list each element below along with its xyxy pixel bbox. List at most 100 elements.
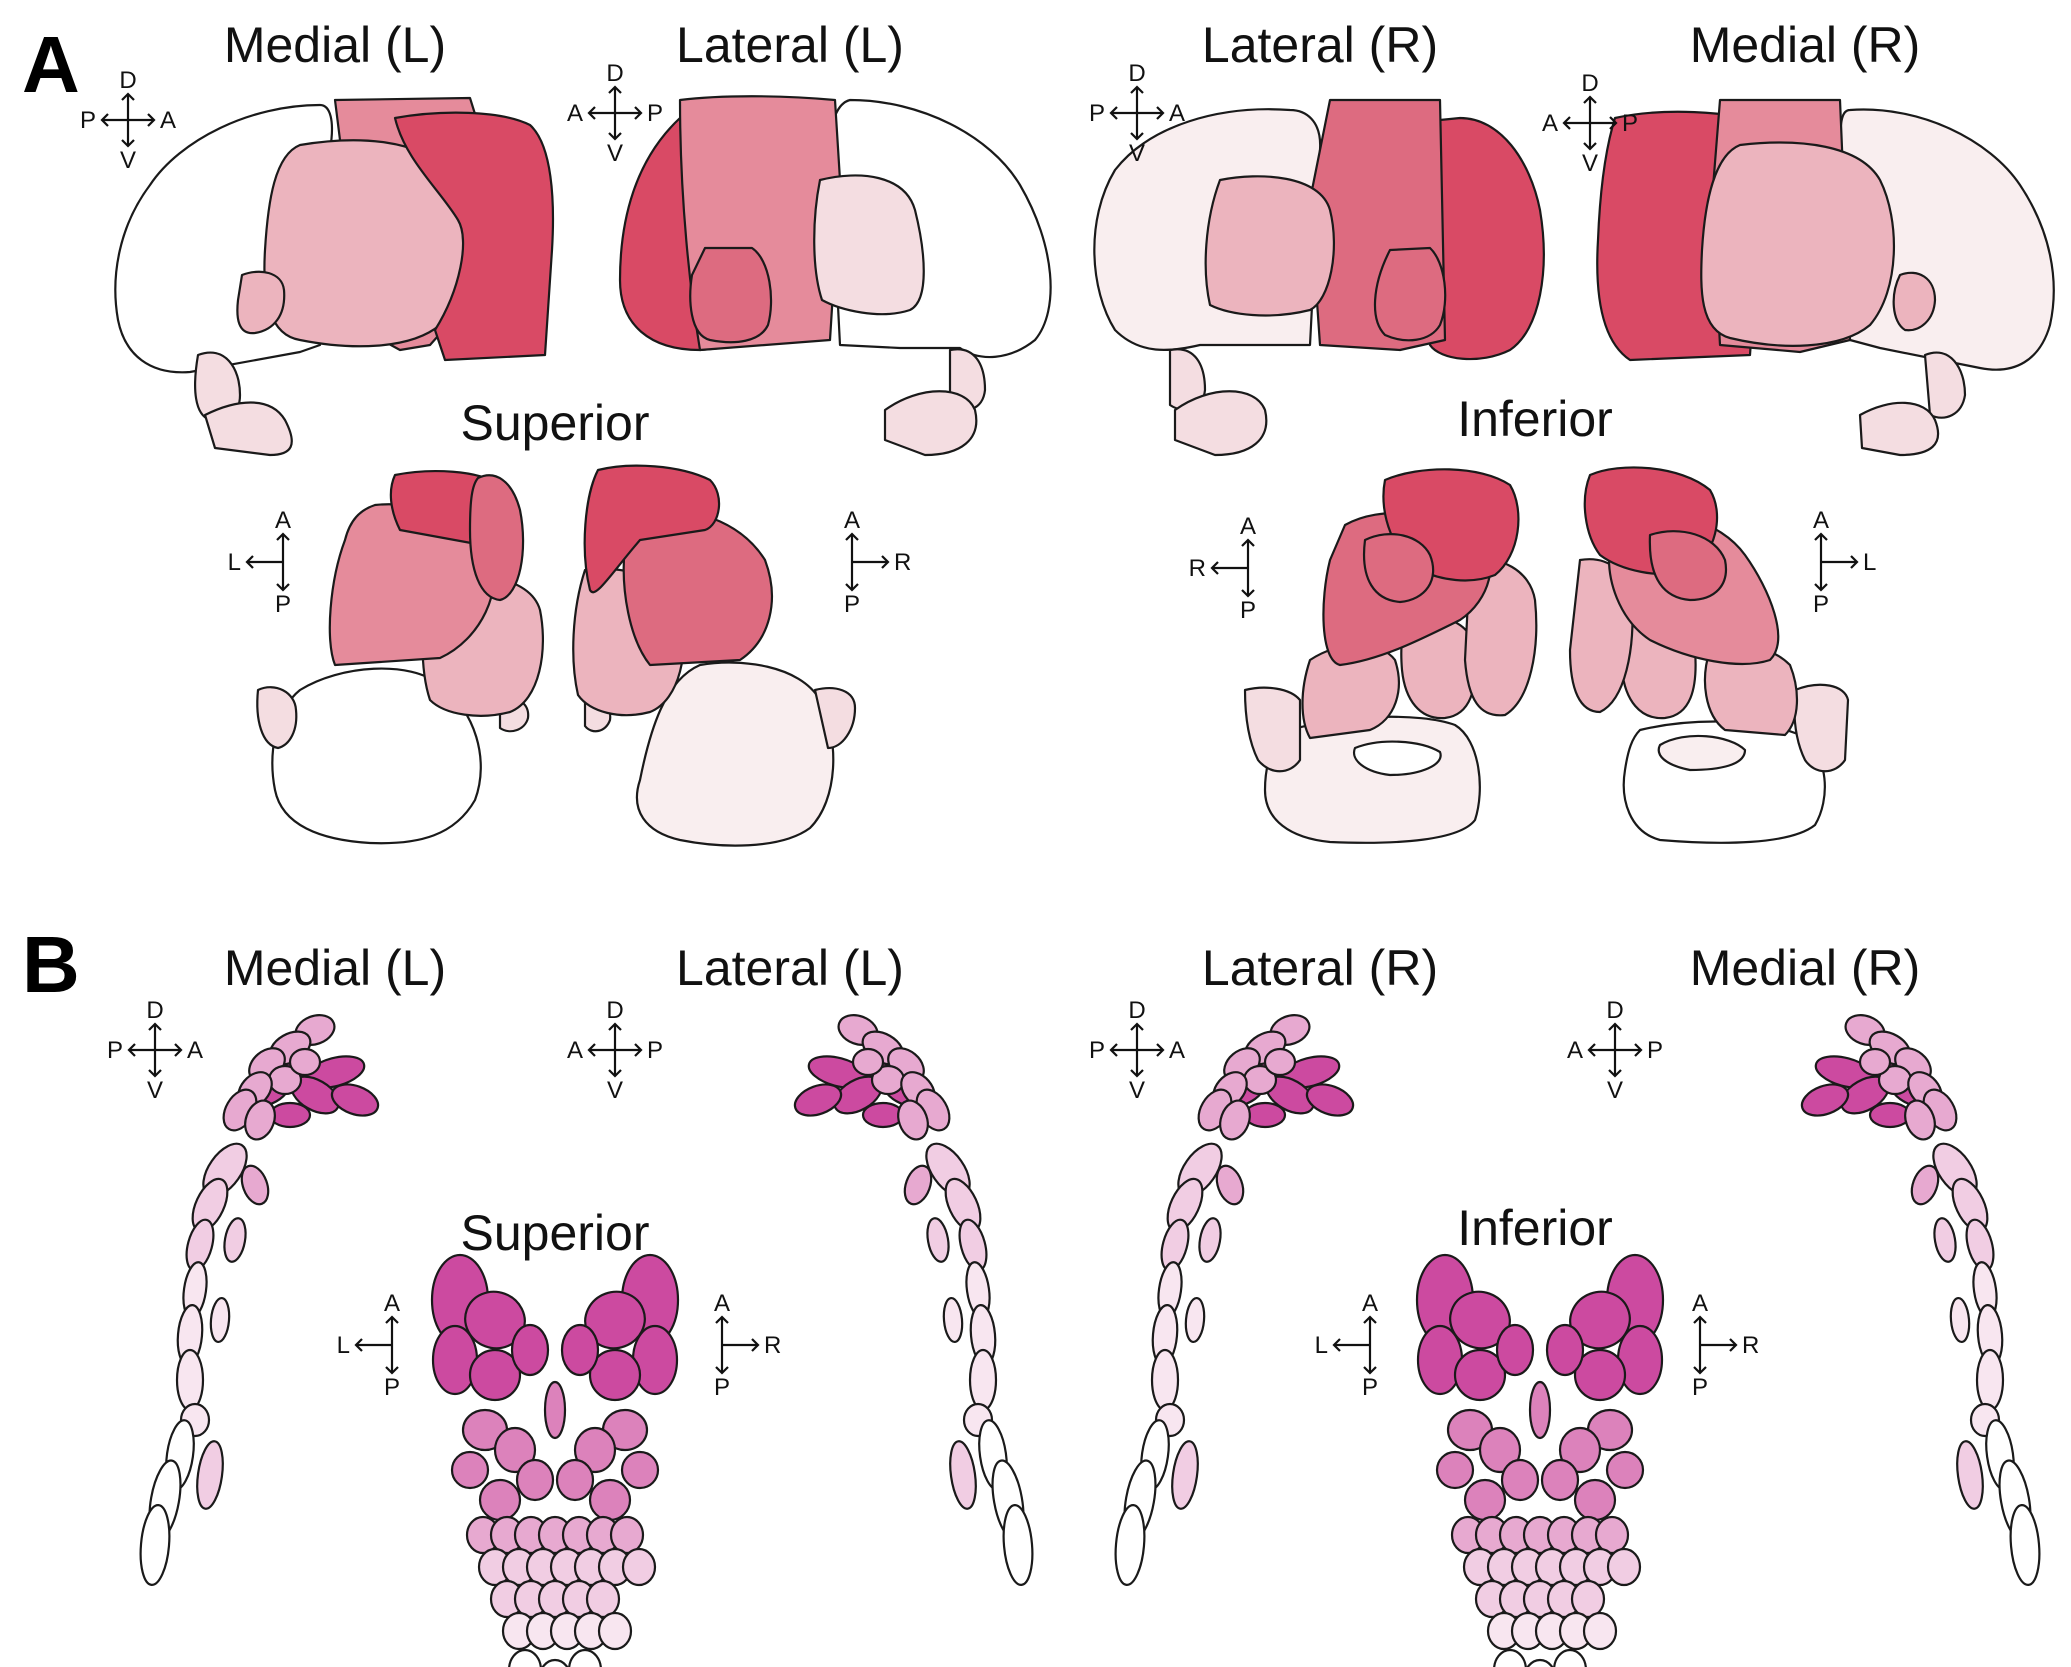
axis-label-right: R [1189,555,1206,582]
arrowhead [276,583,290,592]
view-title-inferior: Inferior [1457,1200,1613,1256]
nucleus-region [1892,271,1937,332]
arrowhead [1608,1022,1622,1031]
panel-letter-b: B [22,920,80,1009]
segment-shape [942,1296,964,1344]
segment-shape [1495,1323,1535,1377]
ventricle-region [1657,734,1747,772]
brain-lateral-left [618,95,1052,457]
axis-label-ventral: V [147,1077,163,1104]
segment-shape [1605,1450,1645,1490]
axis-label-ventral: V [607,1077,623,1104]
segment-shape [926,1217,950,1263]
axis-label-anterior: A [1542,110,1558,137]
arrowhead [148,1022,162,1031]
axis-label-left: L [1315,1332,1328,1359]
segment-shape [223,1217,247,1263]
segment-shape [1933,1217,1957,1263]
segment-shape [493,1426,537,1474]
view-title-medial-r: Medial (R) [1690,17,1921,73]
arrowhead [1130,85,1144,94]
axis-label-right: R [1742,1332,1759,1359]
orientation-compass: APR [844,507,911,618]
segment-shape [1573,1348,1627,1402]
view-title-lateral-r: Lateral (R) [1202,940,1438,996]
segment-shape [1910,1164,1940,1206]
segment-shape [1463,1478,1507,1522]
view-title-medial-l: Medial (L) [224,17,446,73]
axis-label-posterior: P [1813,591,1829,618]
segment-shape [1949,1296,1971,1344]
axis-label-posterior: P [1089,100,1105,127]
arrowhead [1562,116,1571,130]
orientation-compass: APL [228,507,291,618]
arrowhead [608,1022,622,1031]
segment-shape [139,1504,171,1586]
segment-shape [1219,1099,1251,1141]
basal-ganglia-region [1400,616,1477,720]
arrowhead [1850,555,1859,569]
arrowhead [1609,116,1618,130]
axis-label-dorsal: D [1128,997,1145,1024]
arrowhead [245,555,254,569]
segment-shape [968,1348,998,1412]
arrowhead [634,1043,643,1057]
axis-label-posterior: P [275,591,291,618]
segment-chain-lateral-right [1114,1014,1355,1586]
arrowhead [1109,106,1118,120]
segment-shape [1558,1426,1602,1474]
segment-shape [1002,1504,1034,1586]
brain-medial-right [1596,98,2055,457]
axis-label-anterior: A [1240,513,1256,540]
axis-label-ventral: V [1607,1077,1623,1104]
view-title-lateral-r: Lateral (R) [1202,17,1438,73]
axis-label-posterior: P [1240,597,1256,624]
segment-shape [1606,1547,1642,1587]
axis-label-dorsal: D [606,997,623,1024]
segment-shape [585,1579,621,1619]
segment-shape [1435,1450,1475,1490]
segment-shape [244,1099,276,1141]
midbrain-region [583,464,721,594]
orientation-compass: APL [1813,507,1876,618]
arrowhead [100,113,109,127]
view-title-lateral-l: Lateral (L) [676,940,904,996]
arrowhead [845,532,859,541]
segment-shape [450,1450,490,1490]
arrowhead [1729,1338,1738,1352]
segment-shape [631,1324,679,1396]
axis-label-ventral: V [1582,150,1598,177]
cerebellum-region [1923,351,1967,419]
segment-shape [1305,1083,1355,1117]
arrowhead [121,92,135,101]
axis-label-anterior: A [1692,1290,1708,1317]
nucleus-region [1362,533,1435,604]
segment-shape [620,1450,660,1490]
cerebellum-region [1243,686,1302,773]
nucleus-region [1648,530,1728,602]
axis-label-right: R [894,549,911,576]
segment-shape [1184,1296,1206,1344]
axis-label-posterior: P [844,591,860,618]
segment-shape [588,1478,632,1522]
arrowhead [148,1069,162,1078]
segment-shape [1553,1648,1587,1667]
axis-label-anterior: A [187,1037,203,1064]
segment-shape [1150,1348,1180,1412]
segment-shape [1243,1101,1287,1129]
arrowhead [845,583,859,592]
segment-shape [573,1426,617,1474]
axis-label-left: L [337,1332,350,1359]
axis-label-anterior: A [384,1290,400,1317]
segment-shape [1453,1348,1507,1402]
nucleus-region [468,474,525,602]
segment-shape [515,1458,555,1502]
segment-shape [1500,1458,1540,1502]
arrowhead [1634,1043,1643,1057]
axis-label-anterior: A [714,1290,730,1317]
segment-shape [508,1648,542,1667]
axis-label-posterior: P [647,1037,663,1064]
axis-label-anterior: A [275,507,291,534]
